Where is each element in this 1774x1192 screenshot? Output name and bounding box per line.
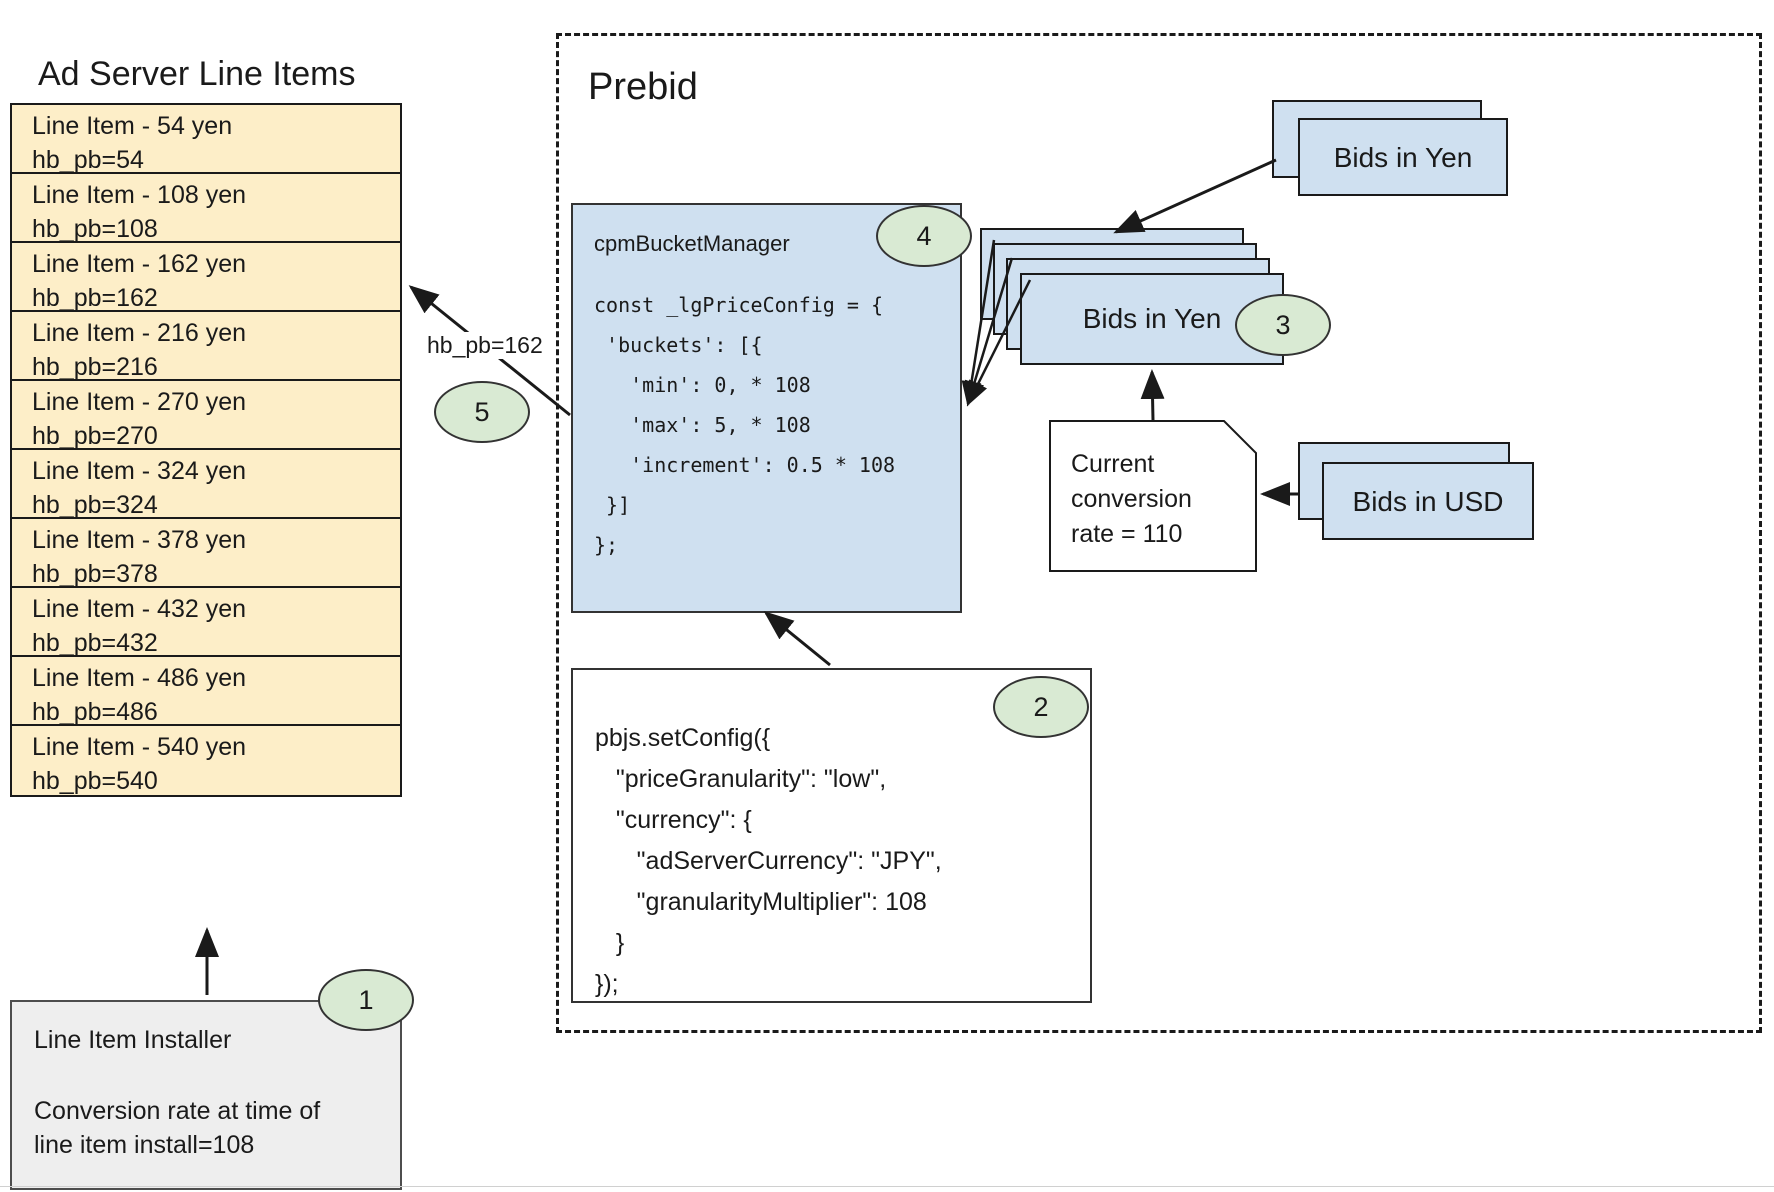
table-row[interactable]: Line Item - 324 yen hb_pb=324 xyxy=(12,450,400,519)
line-item-installer-box[interactable]: Line Item Installer Conversion rate at t… xyxy=(10,1000,402,1190)
line-item-name: Line Item - 216 yen xyxy=(32,319,247,347)
line-item-key: hb_pb=378 xyxy=(32,560,158,588)
table-row[interactable]: Line Item - 162 yen hb_pb=162 xyxy=(12,243,400,312)
table-row[interactable]: Line Item - 432 yen hb_pb=432 xyxy=(12,588,400,657)
table-row[interactable]: Line Item - 540 yen hb_pb=540 xyxy=(12,726,400,795)
line-item-installer-title: Line Item Installer xyxy=(34,1026,232,1054)
table-row[interactable]: Line Item - 108 yen hb_pb=108 xyxy=(12,174,400,243)
bids-in-yen-incoming-label: Bids in Yen xyxy=(1333,142,1473,173)
line-item-name: Line Item - 270 yen xyxy=(32,388,247,416)
table-row[interactable]: Line Item - 216 yen hb_pb=216 xyxy=(12,312,400,381)
bids-in-usd-card-layer-2: Bids in USD xyxy=(1322,462,1534,540)
bids-in-yen-incoming-stack[interactable]: Bids in Yen xyxy=(1272,100,1532,200)
line-item-key: hb_pb=108 xyxy=(32,215,158,243)
line-item-key: hb_pb=324 xyxy=(32,491,158,519)
note-shape-icon xyxy=(1049,420,1257,572)
table-row[interactable]: Line Item - 270 yen hb_pb=270 xyxy=(12,381,400,450)
line-item-name: Line Item - 540 yen xyxy=(32,733,247,761)
prebid-container xyxy=(556,33,1762,1033)
line-item-key: hb_pb=270 xyxy=(32,422,158,450)
step-badge-1: 1 xyxy=(318,969,414,1031)
table-row[interactable]: Line Item - 54 yen hb_pb=54 xyxy=(12,105,400,174)
line-item-name: Line Item - 432 yen xyxy=(32,595,247,623)
line-item-name: Line Item - 54 yen xyxy=(32,112,233,140)
step-badge-3: 3 xyxy=(1235,294,1331,356)
line-item-key: hb_pb=162 xyxy=(32,284,158,312)
set-config-code: pbjs.setConfig({ "priceGranularity": "lo… xyxy=(595,724,942,998)
line-item-key: hb_pb=54 xyxy=(32,146,144,174)
step-badge-4: 4 xyxy=(876,205,972,267)
cpm-bucket-manager-code: const _lgPriceConfig = { 'buckets': [{ '… xyxy=(594,293,896,557)
line-item-key: hb_pb=540 xyxy=(32,767,158,795)
bids-in-yen-label: Bids in Yen xyxy=(1082,303,1222,334)
conversion-rate-note[interactable]: Current conversion rate = 110 xyxy=(1049,420,1257,572)
line-item-name: Line Item - 324 yen xyxy=(32,457,247,485)
line-item-name: Line Item - 486 yen xyxy=(32,664,247,692)
edge-label-hb-pb: hb_pb=162 xyxy=(424,332,546,359)
line-item-name: Line Item - 378 yen xyxy=(32,526,247,554)
line-item-key: hb_pb=432 xyxy=(32,629,158,657)
bids-in-yen-incoming-card-layer-2: Bids in Yen xyxy=(1298,118,1508,196)
bids-in-usd-stack[interactable]: Bids in USD xyxy=(1298,442,1558,542)
line-item-key: hb_pb=486 xyxy=(32,698,158,726)
prebid-title: Prebid xyxy=(588,66,698,108)
bids-in-usd-label: Bids in USD xyxy=(1352,486,1504,517)
page-title: Ad Server Line Items xyxy=(38,55,356,93)
line-items-table: Line Item - 54 yen hb_pb=54 Line Item - … xyxy=(10,103,402,797)
bids-in-yen-stack[interactable]: Bids in Yen xyxy=(980,228,1284,365)
line-item-installer-note: Conversion rate at time of line item ins… xyxy=(34,1097,321,1159)
conversion-rate-note-text: Current conversion rate = 110 xyxy=(1071,450,1192,548)
step-badge-5: 5 xyxy=(434,381,530,443)
bottom-divider xyxy=(0,1186,1774,1187)
table-row[interactable]: Line Item - 486 yen hb_pb=486 xyxy=(12,657,400,726)
cpm-bucket-manager-box[interactable]: cpmBucketManager const _lgPriceConfig = … xyxy=(571,203,962,613)
cpm-bucket-manager-heading: cpmBucketManager xyxy=(594,231,790,256)
table-row[interactable]: Line Item - 378 yen hb_pb=378 xyxy=(12,519,400,588)
line-item-name: Line Item - 162 yen xyxy=(32,250,247,278)
line-item-key: hb_pb=216 xyxy=(32,353,158,381)
line-item-name: Line Item - 108 yen xyxy=(32,181,247,209)
step-badge-2: 2 xyxy=(993,676,1089,738)
